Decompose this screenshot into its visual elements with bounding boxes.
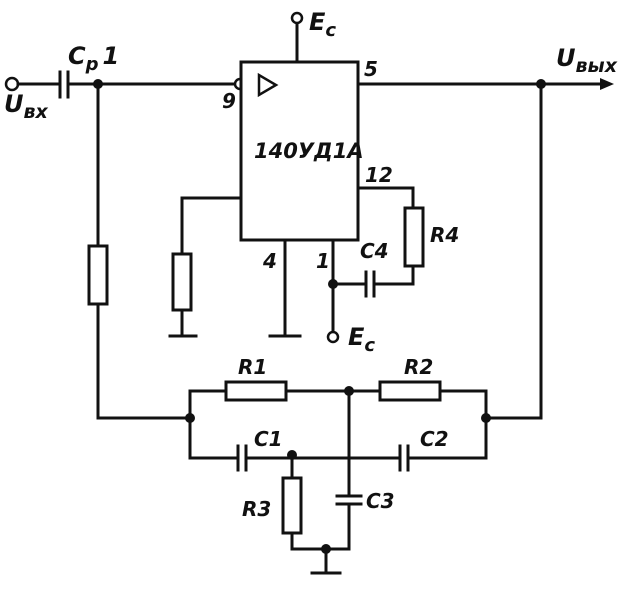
pin-12-label: 12 bbox=[365, 163, 393, 187]
amplifier-triangle-icon bbox=[257, 72, 279, 98]
offset-resistor bbox=[171, 252, 193, 312]
supply-top-terminal bbox=[290, 11, 304, 25]
pin-1-label: 1 bbox=[316, 249, 330, 273]
resistor-r2 bbox=[378, 380, 442, 402]
output-arrow-icon bbox=[600, 78, 614, 90]
ic-name-label: 140УД1А bbox=[254, 139, 364, 163]
resistor-r3 bbox=[281, 476, 303, 535]
resistor-r4 bbox=[403, 206, 425, 268]
left-vertical-resistor bbox=[87, 244, 109, 306]
supply-bottom-terminal bbox=[326, 330, 340, 344]
twin-t-right-node bbox=[481, 413, 491, 423]
resistor-r1 bbox=[224, 380, 288, 402]
pin-9-label: 9 bbox=[222, 89, 236, 113]
output-label: Uвых bbox=[556, 44, 618, 77]
r4-label: R4 bbox=[430, 223, 459, 247]
pin-4-label: 4 bbox=[262, 249, 277, 273]
opamp-ic-body bbox=[239, 60, 360, 242]
input-label: Uвх bbox=[4, 90, 49, 123]
twin-t-left-node bbox=[185, 413, 195, 423]
c3-label: C3 bbox=[366, 489, 395, 513]
c4-label: C4 bbox=[360, 239, 389, 263]
supply-bottom-label: Ec bbox=[348, 323, 375, 356]
r3-label: R3 bbox=[242, 497, 271, 521]
supply-top-label: Ec bbox=[309, 8, 336, 41]
capacitor-c4 bbox=[364, 270, 376, 298]
pin-5-label: 5 bbox=[364, 57, 378, 81]
input-terminal bbox=[4, 76, 20, 92]
c2-label: C2 bbox=[420, 427, 449, 451]
r2-label: R2 bbox=[404, 355, 433, 379]
r1-label: R1 bbox=[238, 355, 267, 379]
c1-label: C1 bbox=[254, 427, 283, 451]
